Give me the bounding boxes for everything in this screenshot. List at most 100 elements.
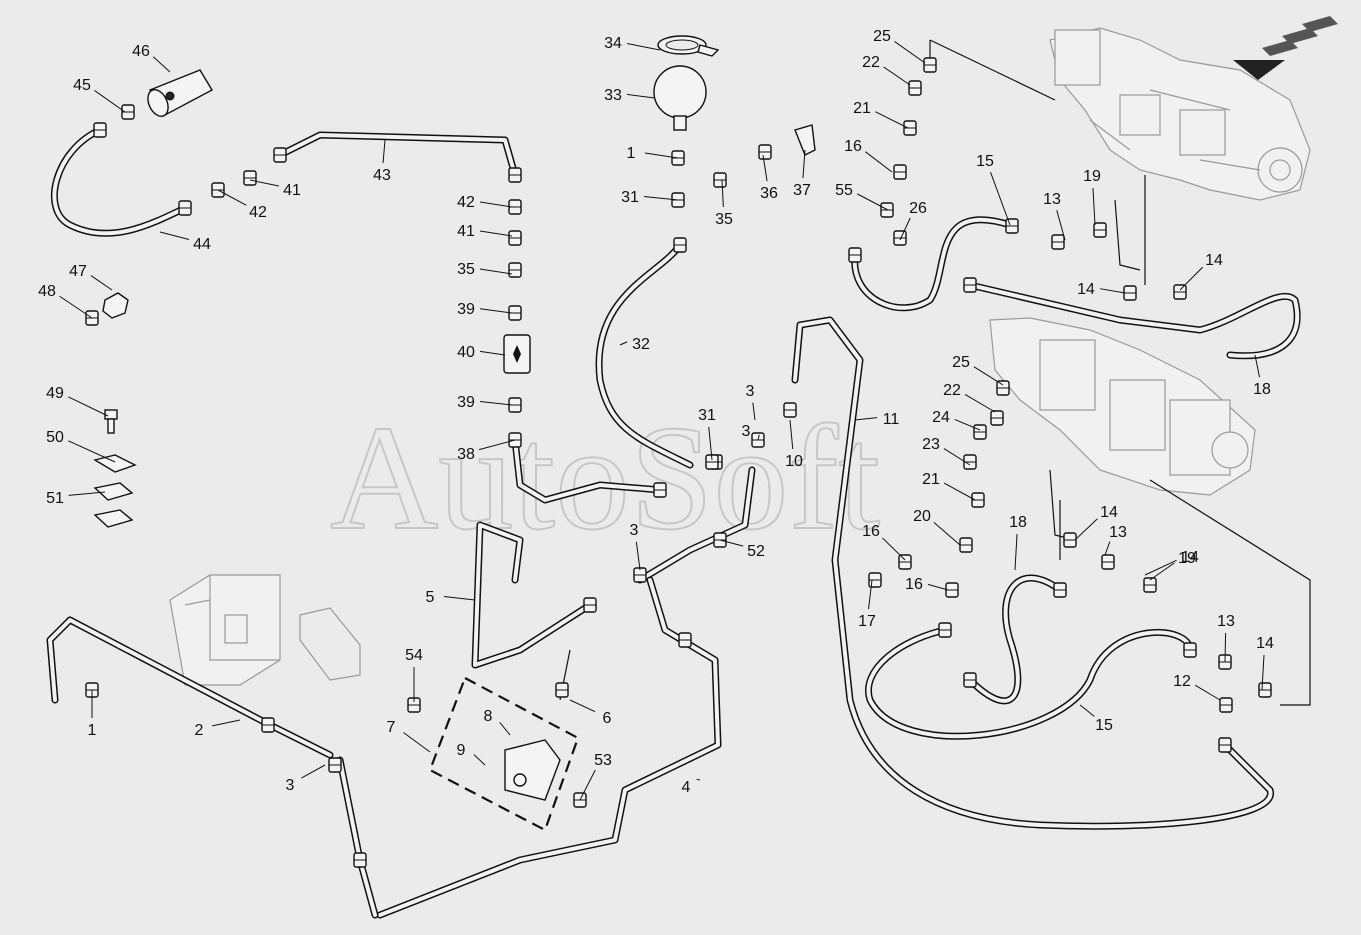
hose-44 [51, 126, 189, 237]
callout-label-19: 19 [1083, 168, 1101, 185]
callout-label-17: 17 [858, 613, 876, 630]
leader-line-45 [94, 90, 126, 113]
leader-line-13 [1056, 210, 1066, 241]
leader-line-3 [301, 764, 326, 779]
callout-label-32: 32 [632, 336, 650, 353]
leader-line-19 [1149, 562, 1175, 581]
part-51-clamps [93, 482, 134, 528]
callout-label-49: 49 [46, 385, 64, 402]
leader-line-40 [479, 350, 506, 356]
hose-11 [791, 316, 1274, 830]
callout-label-19: 19 [1178, 550, 1196, 567]
part-46-filter [147, 69, 213, 117]
callout-label-13: 13 [1109, 524, 1127, 541]
leader-line-41 [249, 179, 279, 187]
callout-label-6: 6 [603, 710, 612, 727]
leader-line-10 [789, 419, 794, 450]
leader-line-31 [708, 426, 713, 461]
leader-line-25 [973, 366, 1004, 386]
leader-line-35 [721, 179, 724, 208]
part-47-nut [102, 292, 129, 319]
callout-label-22: 22 [943, 382, 961, 399]
callout-label-14: 14 [1100, 504, 1118, 521]
leader-line-49 [68, 396, 109, 417]
leader-line-42 [479, 201, 513, 208]
leader-line-16 [865, 151, 893, 173]
leader-line-11 [854, 417, 878, 421]
leader-line-48 [59, 295, 93, 319]
callout-label-42: 42 [249, 204, 267, 221]
leader-line-4 [696, 778, 701, 781]
callout-label-24: 24 [932, 409, 950, 426]
callout-label-16: 16 [862, 523, 880, 540]
leader-line-3 [757, 434, 760, 441]
callout-label-3: 3 [742, 423, 751, 440]
leader-line-23 [943, 448, 971, 466]
callout-label-39: 39 [457, 301, 475, 318]
callout-label-1: 1 [627, 145, 636, 162]
leader-line-36 [762, 154, 768, 182]
callout-label-14: 14 [1256, 635, 1274, 652]
callout-label-33: 33 [604, 87, 622, 104]
leader-line-25 [894, 41, 926, 64]
part-50-plate [93, 454, 137, 473]
part-40-check-valve [503, 334, 531, 374]
valve-block-7 [428, 676, 580, 832]
callout-label-42: 42 [457, 194, 475, 211]
callout-label-16: 16 [844, 138, 862, 155]
callout-label-52: 52 [747, 543, 765, 560]
leader-line-52 [719, 539, 744, 547]
callout-label-35: 35 [715, 211, 733, 228]
callout-label-55: 55 [835, 182, 853, 199]
leader-line-19 [1092, 187, 1096, 226]
callout-label-38: 38 [457, 446, 475, 463]
callout-label-1: 1 [88, 722, 97, 739]
leader-line-1 [644, 152, 679, 159]
callout-label-48: 48 [38, 283, 56, 300]
callout-label-10: 10 [785, 453, 803, 470]
leader-line-41 [479, 230, 513, 237]
leader-line-14 [1261, 654, 1265, 691]
callout-label-3: 3 [286, 777, 295, 794]
leader-line-34 [626, 43, 661, 51]
leader-line-9 [473, 754, 486, 766]
callout-label-16: 16 [905, 576, 923, 593]
callout-label-14: 14 [1077, 281, 1095, 298]
leader-line-38 [478, 439, 516, 451]
leader-line-39 [479, 308, 513, 314]
leader-line-16 [882, 537, 906, 561]
leader-line-50 [68, 440, 116, 463]
callout-label-2: 2 [195, 722, 204, 739]
leader-line-39 [479, 400, 513, 406]
callout-label-25: 25 [873, 28, 891, 45]
callout-label-21: 21 [853, 100, 871, 117]
hose-32 [595, 241, 694, 469]
callout-label-35: 35 [457, 261, 475, 278]
callout-label-45: 45 [73, 77, 91, 94]
callout-label-34: 34 [604, 35, 622, 52]
leader-line-42 [217, 189, 247, 206]
callout-label-11: 11 [883, 411, 900, 428]
part-37-elbow [794, 124, 816, 156]
leader-line-53 [579, 769, 596, 801]
callout-label-12: 12 [1173, 673, 1191, 690]
callout-label-41: 41 [283, 182, 301, 199]
callout-label-51: 51 [46, 490, 64, 507]
fittings-group [85, 57, 1272, 868]
watermark: AutoSoft [330, 395, 880, 561]
leader-line-18 [1014, 533, 1018, 571]
callout-label-7: 7 [387, 719, 396, 736]
callout-label-37: 37 [793, 182, 811, 199]
leader-line-46 [152, 56, 171, 73]
callout-label-18: 18 [1009, 514, 1027, 531]
callout-label-46: 46 [132, 43, 150, 60]
callout-label-50: 50 [46, 429, 64, 446]
hose-18-lower [966, 574, 1064, 705]
callout-label-36: 36 [760, 185, 778, 202]
callout-label-21: 21 [922, 471, 940, 488]
leader-line-43 [382, 139, 386, 164]
callout-label-14: 14 [1181, 549, 1199, 566]
leader-line-6 [569, 699, 596, 713]
callout-label-3: 3 [746, 383, 755, 400]
leader-line-31 [643, 196, 679, 201]
